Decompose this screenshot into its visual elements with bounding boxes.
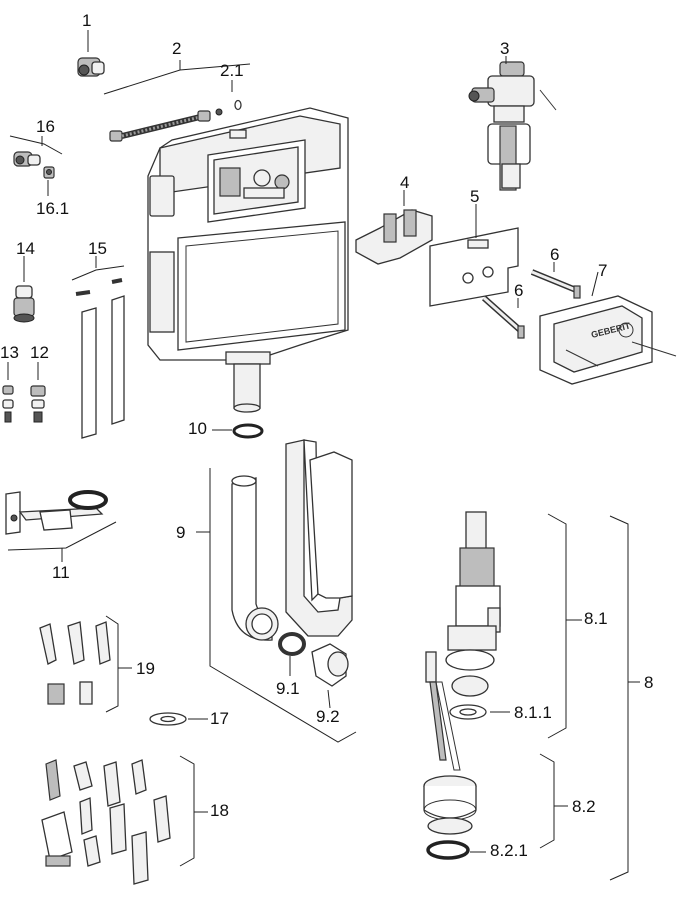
leader-lines <box>7 30 640 881</box>
part-8-2-1-seal <box>426 840 470 860</box>
label-15: 15 <box>88 239 107 258</box>
label-2: 2 <box>172 39 182 58</box>
part-2-1-washers <box>215 99 242 116</box>
part-19-clips <box>39 621 111 705</box>
part-10-o-ring <box>232 423 264 439</box>
part-18-clip-set <box>41 759 171 885</box>
part-13-nut-set <box>2 385 14 423</box>
label-8-1: 8.1 <box>584 609 608 628</box>
part-14-adapter <box>13 285 35 323</box>
label-8-2: 8.2 <box>572 797 596 816</box>
part-1-angle-valve <box>77 57 105 77</box>
label-3: 3 <box>500 39 510 58</box>
part-5-mounting-plate <box>429 227 519 307</box>
label-17: 17 <box>210 709 229 728</box>
part-4-bracket <box>355 209 433 265</box>
part-16-connector <box>13 151 41 167</box>
label-2-1: 2.1 <box>220 61 244 80</box>
label-8: 8 <box>644 673 654 692</box>
label-7: 7 <box>598 261 608 280</box>
part-3-fill-valve <box>468 61 557 191</box>
part-9-cover-shell <box>285 439 353 637</box>
label-9: 9 <box>176 523 186 542</box>
part-2-connecting-hose <box>109 110 211 142</box>
label-19: 19 <box>136 659 155 678</box>
label-18: 18 <box>210 801 229 820</box>
label-1: 1 <box>82 11 92 30</box>
part-9-flush-bend <box>231 475 279 641</box>
part-6-bolts <box>482 269 581 339</box>
part-15-fixing-strips <box>75 278 125 439</box>
label-6b: 6 <box>514 281 524 300</box>
label-10: 10 <box>188 419 207 438</box>
label-14: 14 <box>16 239 35 258</box>
part-8-2-outlet-valve <box>423 651 477 835</box>
label-8-1-1: 8.1.1 <box>514 703 552 722</box>
label-9-2: 9.2 <box>316 707 340 726</box>
label-13: 13 <box>0 343 19 362</box>
label-4: 4 <box>400 173 410 192</box>
part-9-1-seal-ring <box>278 632 306 656</box>
label-9-1: 9.1 <box>276 679 300 698</box>
label-16: 16 <box>36 117 55 136</box>
concealed-cistern <box>147 107 349 413</box>
label-11: 11 <box>52 563 70 582</box>
label-12: 12 <box>30 343 49 362</box>
part-7-protection-box: GEBERIT <box>539 295 677 385</box>
label-5: 5 <box>470 187 480 206</box>
part-12-nut-set <box>30 385 46 423</box>
label-6a: 6 <box>550 245 560 264</box>
part-16-1-nut <box>43 166 55 179</box>
part-9-2-cap <box>311 643 349 687</box>
part-17-washer <box>149 712 187 726</box>
label-16-1: 16.1 <box>36 199 70 218</box>
part-11-pipe-bracket <box>5 490 108 535</box>
part-8-1-1-seal <box>449 704 487 720</box>
label-8-2-1: 8.2.1 <box>490 841 528 860</box>
part-8-1-flush-valve-top <box>445 511 501 697</box>
